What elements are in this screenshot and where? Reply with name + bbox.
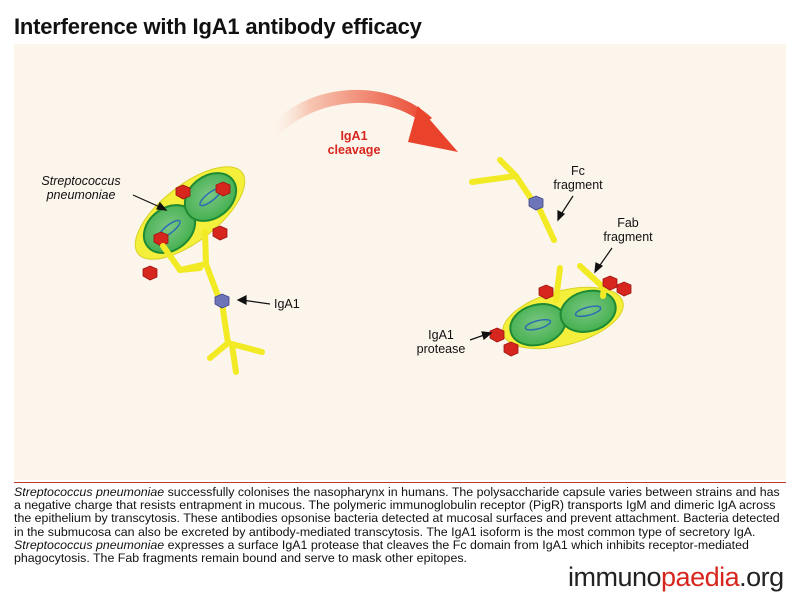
label-bacterium: Streptococcus pneumoniae (28, 174, 134, 202)
cleavage-arrow-icon (268, 89, 458, 152)
pointer-arrows-right (469, 247, 613, 341)
bacterium-icon (134, 166, 246, 260)
caption-text: Streptococcus pneumoniae successfully co… (14, 485, 786, 566)
hinge-icon (528, 195, 544, 211)
label-protease: IgA1 protease (408, 328, 474, 356)
label-protease-line1: IgA1 (428, 328, 454, 342)
caption-divider (14, 482, 786, 483)
label-iga1: IgA1 (274, 297, 300, 311)
protease-icon (489, 275, 632, 357)
label-cleavage-line1: IgA1 (340, 129, 368, 143)
caption-species-2: Streptococcus pneumoniae (14, 537, 165, 552)
label-fab-fragment: Fab fragment (592, 216, 664, 244)
pointer-arrow-fc (557, 195, 574, 222)
caption-body-2: expresses a surface IgA1 protease that c… (14, 537, 749, 566)
label-fc-fragment: Fc fragment (538, 164, 618, 192)
caption-species-1: Streptococcus pneumoniae (14, 485, 165, 499)
label-fc-line2: fragment (553, 178, 603, 192)
label-fab-line1: Fab (617, 216, 639, 230)
logo-part-paedia: paedia (661, 562, 740, 592)
label-fc-line1: Fc (571, 164, 585, 178)
label-cleavage-line2: cleavage (327, 143, 381, 157)
hinge-icon (214, 293, 230, 309)
label-cleavage: IgA1 cleavage (318, 129, 390, 157)
protease-icon (142, 181, 231, 281)
label-bacterium-line2: pneumoniae (46, 188, 116, 202)
label-bacterium-line1: Streptococcus (41, 174, 121, 188)
bacterium-icon (502, 286, 624, 350)
logo-part-org: .org (739, 562, 784, 592)
immunopaedia-logo[interactable]: immunopaedia.org (568, 562, 784, 592)
antibody-icon (160, 229, 265, 375)
fab-fragment-icon (553, 263, 607, 303)
caption-body-1: successfully colonises the nasopharynx i… (14, 485, 780, 539)
pointer-arrows-left (132, 194, 271, 305)
diagram-panel (14, 44, 786, 480)
page-title: Interference with IgA1 antibody efficacy (14, 14, 422, 39)
label-fab-line2: fragment (603, 230, 653, 244)
label-protease-line2: protease (416, 342, 466, 356)
fc-fragment-icon (469, 157, 557, 243)
logo-part-immuno: immuno (568, 562, 662, 592)
